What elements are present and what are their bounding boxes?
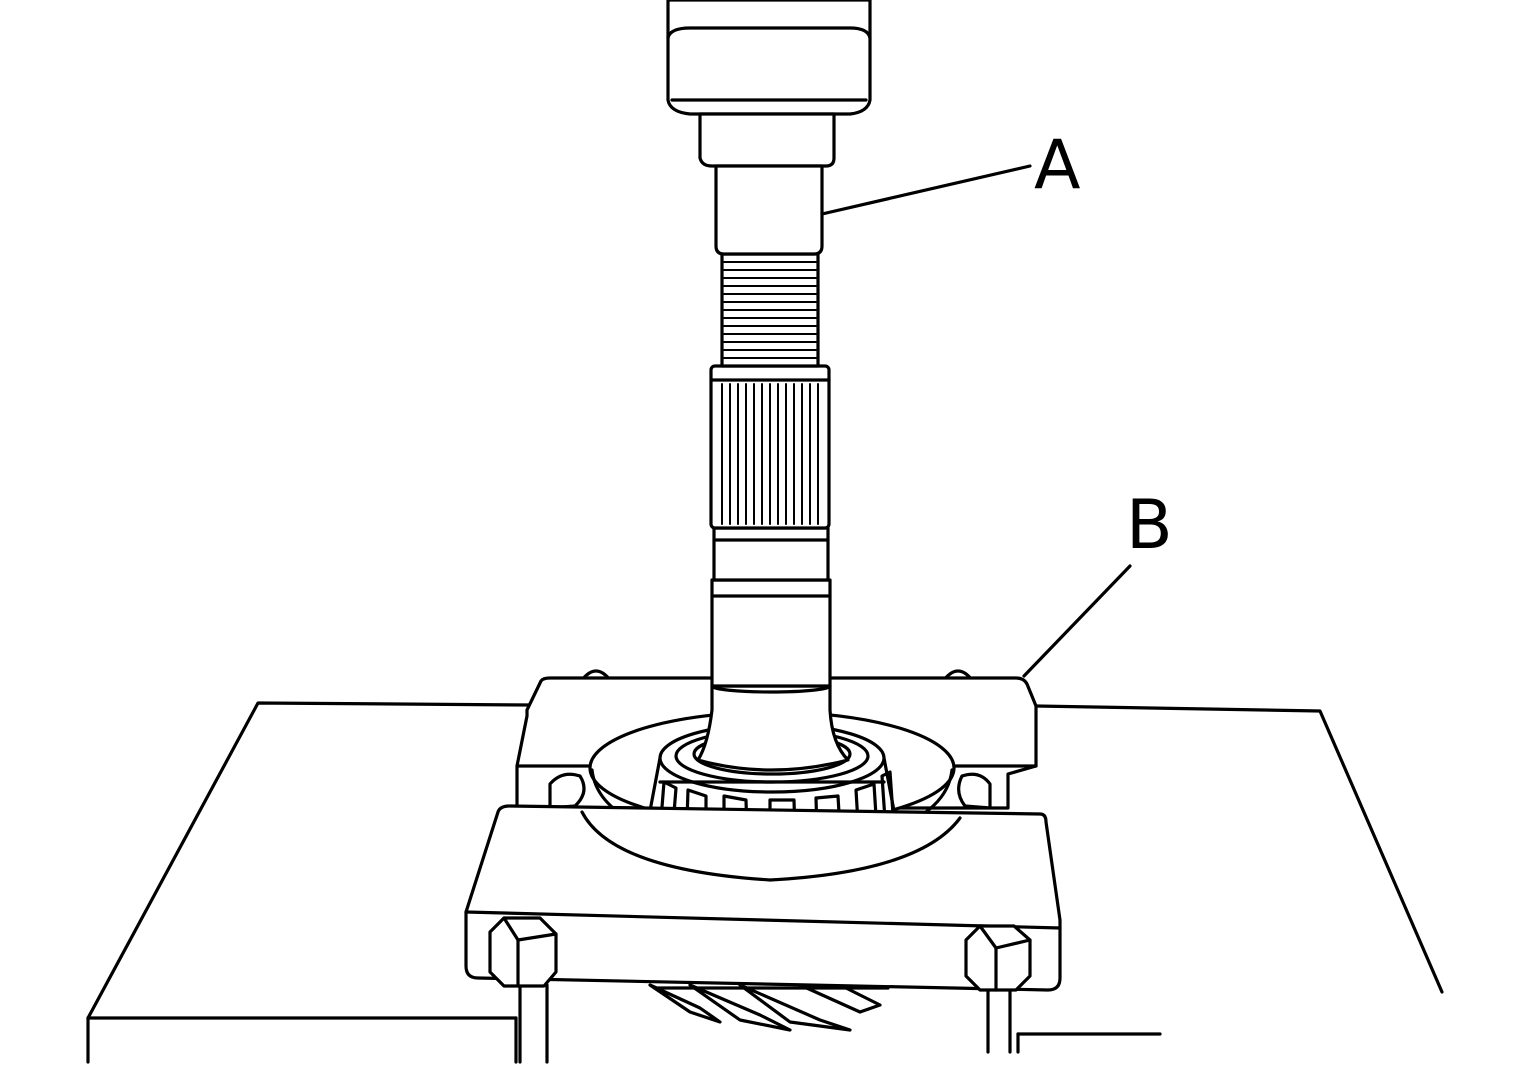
spline-teeth [721, 383, 819, 525]
callout-a-label: A [1034, 126, 1081, 205]
thread-rings [723, 261, 817, 359]
right-bolt-icon [964, 924, 1032, 992]
separator-front-half [464, 804, 1062, 992]
separator-bolts [488, 916, 1032, 992]
left-bolt-icon [488, 916, 558, 988]
press-table [86, 701, 1444, 1064]
pinion-shaft [696, 252, 850, 772]
press-ram-adapter [698, 112, 836, 256]
helical-gear [648, 983, 890, 1032]
callout-b: B [1022, 486, 1173, 678]
callout-b-label: B [1126, 486, 1173, 565]
press-ram [666, 0, 872, 116]
callout-a: A [820, 126, 1081, 216]
